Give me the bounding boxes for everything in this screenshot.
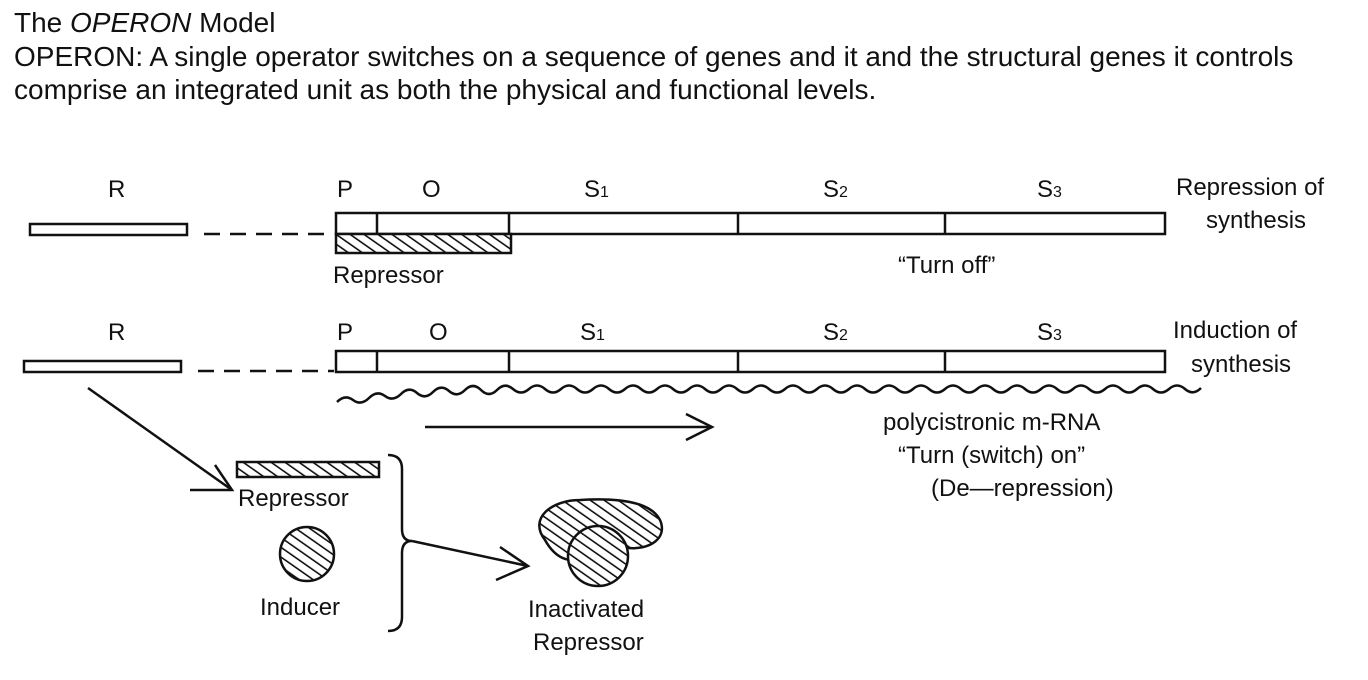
grouping-brace <box>387 453 413 633</box>
structural-gene-1-label: S1 <box>580 319 605 346</box>
repression-row: R P O S1 S2 S3 Repressor “Turn off” Repr… <box>28 174 1324 289</box>
turn-on-label: “Turn (switch) on” <box>898 442 1085 469</box>
binding-arrow <box>411 539 529 568</box>
promoter-label: P <box>337 176 353 203</box>
derepression-label: (De—repression) <box>931 475 1114 502</box>
expression-arrowhead <box>190 464 235 492</box>
bound-repressor <box>334 232 513 255</box>
mrna-label: polycistronic m-RNA <box>883 409 1100 436</box>
induction-row: R P O S1 S2 S3 polycistronic m-RNA “Turn… <box>22 317 1297 502</box>
operon-dna-bar <box>334 349 1167 374</box>
induction-label: Induction of <box>1173 317 1297 344</box>
inducer-molecule <box>278 525 336 583</box>
title-italic: OPERON <box>70 7 192 38</box>
operon-dna-bar <box>334 211 1167 236</box>
inactivated-label: Inactivated <box>528 596 644 623</box>
regulator-gene-label: R <box>108 176 125 203</box>
repressor-label: Repressor <box>333 262 444 289</box>
repressor-label: Repressor <box>238 485 349 512</box>
inactivated-label-2: Repressor <box>533 629 644 656</box>
free-repressor <box>235 460 381 479</box>
expression-arrow <box>87 386 233 492</box>
promoter-label: P <box>337 319 353 346</box>
structural-gene-3-label: S3 <box>1037 319 1062 346</box>
turn-off-label: “Turn off” <box>898 252 995 279</box>
repression-label-2: synthesis <box>1206 207 1306 234</box>
regulator-gene-bar <box>22 359 183 374</box>
operator-label: O <box>429 319 448 346</box>
inducer-label: Inducer <box>260 594 340 621</box>
regulator-gene-label: R <box>108 319 125 346</box>
inducer-binding: Repressor Inducer Inactivated Repressor <box>87 386 664 656</box>
structural-gene-3-label: S3 <box>1037 176 1062 203</box>
regulator-gene-bar <box>28 222 189 237</box>
binding-arrowhead <box>495 545 531 582</box>
structural-gene-2-label: S2 <box>823 319 848 346</box>
repression-label: Repression of <box>1176 174 1324 201</box>
structural-gene-1-label: S1 <box>584 176 609 203</box>
induction-label-2: synthesis <box>1191 351 1291 378</box>
transcription-arrowhead <box>685 412 715 442</box>
diagram-title: The OPERON Model <box>14 7 276 38</box>
operon-definition: OPERON: A single operator switches on a … <box>14 41 1294 105</box>
bound-inducer <box>566 524 630 588</box>
mrna-wave <box>336 384 1202 404</box>
operator-label: O <box>422 176 441 203</box>
structural-gene-2-label: S2 <box>823 176 848 203</box>
